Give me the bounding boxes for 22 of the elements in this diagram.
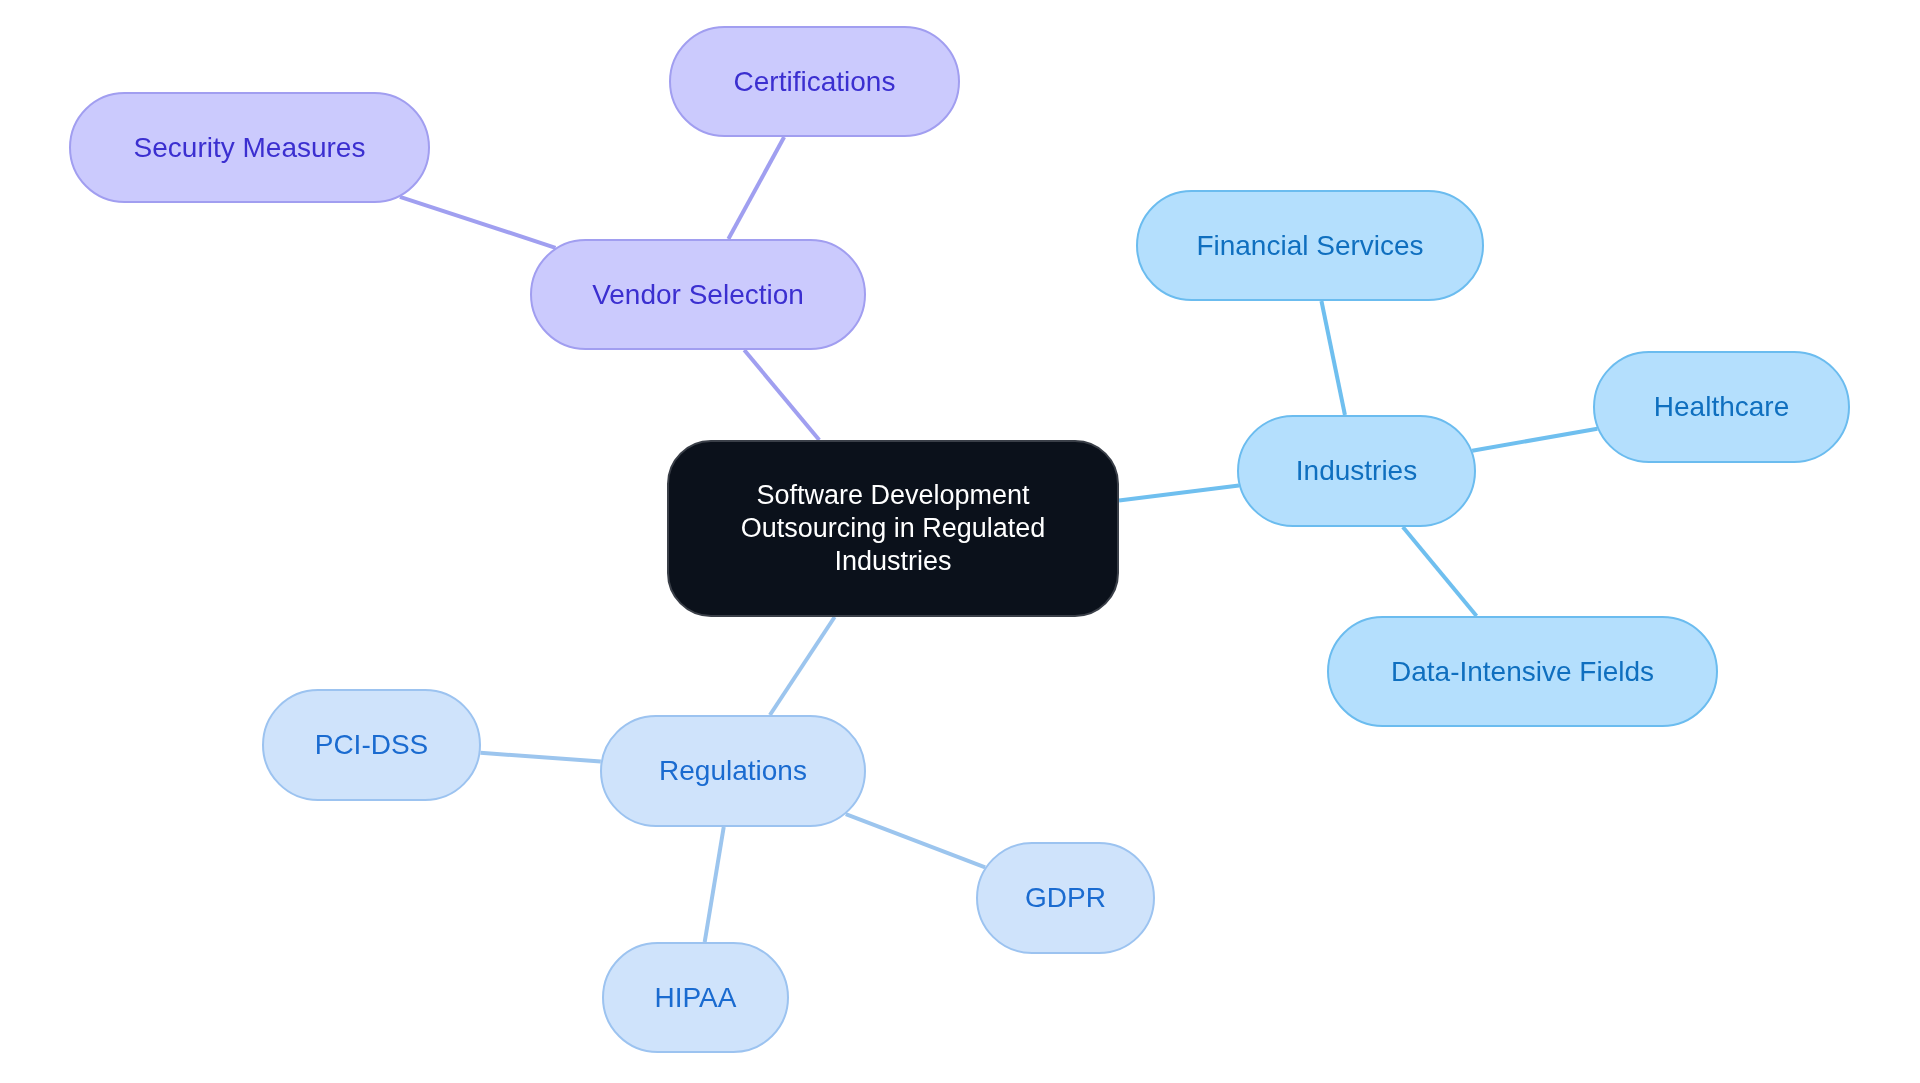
connector-line bbox=[1401, 525, 1479, 618]
topic-pill: Financial Services bbox=[1136, 190, 1484, 301]
topic-pill: HIPAA bbox=[602, 942, 789, 1053]
topic-pill: Regulations bbox=[600, 715, 866, 827]
topic-pill: Certifications bbox=[669, 26, 960, 137]
connector-line bbox=[399, 194, 557, 250]
connector-line bbox=[845, 812, 986, 870]
connector-line bbox=[726, 136, 786, 240]
connector-line bbox=[1471, 426, 1598, 453]
connector-line bbox=[480, 750, 601, 764]
topic-pill: Security Measures bbox=[69, 92, 430, 203]
connector-line bbox=[742, 348, 821, 442]
topic-pill: GDPR bbox=[976, 842, 1155, 954]
connector-line bbox=[702, 826, 726, 943]
topic-pill: Healthcare bbox=[1593, 351, 1850, 463]
topic-pill: Vendor Selection bbox=[530, 239, 866, 350]
connector-line bbox=[768, 615, 837, 717]
central-topic-box: Software Development Outsourcing in Regulated Industries bbox=[667, 440, 1119, 617]
topic-pill: Data-Intensive Fields bbox=[1327, 616, 1718, 727]
topic-pill: Industries bbox=[1237, 415, 1476, 527]
connector-line bbox=[1319, 300, 1347, 416]
topic-pill: PCI-DSS bbox=[262, 689, 481, 801]
